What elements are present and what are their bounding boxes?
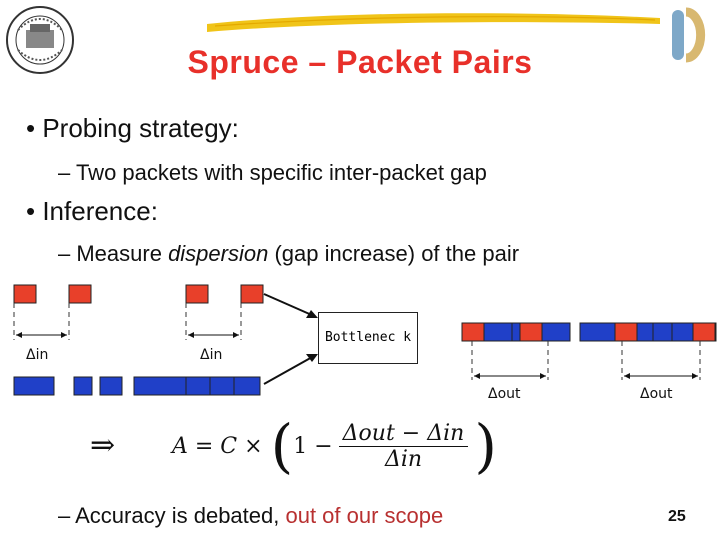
output-packet-row [579, 322, 717, 342]
delta-out-label-left: Δout [488, 386, 521, 402]
formula-close-paren: ) [474, 412, 497, 480]
formula-denominator: Δin [384, 446, 423, 472]
sub-bullet-measure-dispersion: – Measure dispersion (gap increase) of t… [58, 241, 519, 267]
bottleneck-box: Bottlenec k [318, 312, 418, 364]
corner-logo [672, 7, 706, 63]
accuracy-prefix: – Accuracy is debated, [58, 503, 286, 528]
red-packet [614, 322, 638, 342]
blue-packet [133, 376, 261, 396]
blue-packet [73, 376, 93, 396]
blue-packet [99, 376, 123, 396]
bullet-probing-strategy: • Probing strategy: [26, 113, 239, 143]
blue-packet [13, 376, 55, 396]
formula-fraction: Δout − Δin Δin [338, 421, 469, 472]
bullet-inference: • Inference: [26, 196, 158, 226]
out-of-scope-text: out of our scope [285, 503, 444, 528]
delta-out-label-right: Δout [640, 386, 673, 402]
yellow-brush-stroke [207, 13, 660, 32]
formula-one-minus: 1 − [293, 433, 333, 459]
red-packet [461, 322, 485, 342]
university-seal-logo [6, 6, 74, 74]
red-packet [519, 322, 543, 342]
formula-numerator: Δout − Δin [338, 421, 469, 447]
sub-bullet-two-packets: – Two packets with specific inter-packet… [58, 160, 487, 185]
measure-suffix: (gap increase) of the pair [268, 241, 520, 266]
red-packet [68, 284, 92, 304]
delta-in-label-left: Δin [26, 347, 49, 363]
bottleneck-label: Bottlenec k [324, 330, 412, 345]
accuracy-bullet: – Accuracy is debated, out of our scope [58, 503, 443, 529]
red-packet [185, 284, 209, 304]
formula-lhs: A = C × [172, 433, 263, 459]
delta-in-label-middle: Δin [200, 347, 223, 363]
measure-prefix: – Measure [58, 241, 169, 266]
formula-open-paren: ( [270, 412, 294, 480]
bandwidth-formula: A = C × ( 1 − Δout − Δin Δin ) [172, 412, 497, 480]
packet-pair-diagram [13, 284, 717, 396]
slide-title: Spruce – Packet Pairs [187, 44, 533, 80]
page-number: 25 [668, 508, 686, 525]
dispersion-term: dispersion [168, 241, 269, 266]
red-packet [13, 284, 37, 304]
red-packet [692, 322, 716, 342]
flow-arrow [263, 355, 315, 385]
flow-arrow [263, 293, 315, 317]
implies-symbol: ⇒ [90, 428, 116, 463]
red-packet [240, 284, 264, 304]
